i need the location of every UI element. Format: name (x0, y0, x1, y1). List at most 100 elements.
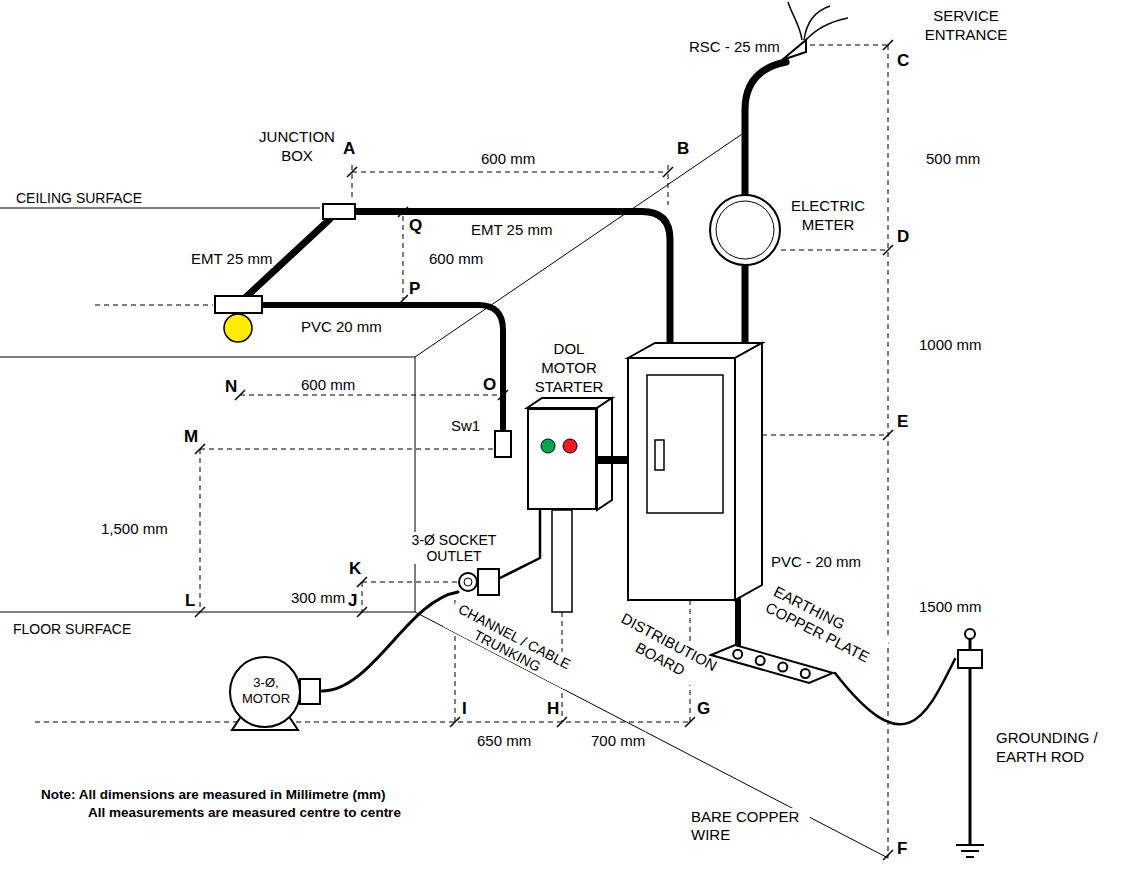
point-letter: A (342, 140, 356, 158)
conduit-run (597, 456, 628, 464)
point-letter: P (408, 280, 421, 298)
starter-side-face (597, 398, 612, 510)
socket-outlet: 3-Ø SOCKET OUTLET (458, 568, 500, 596)
dimension-line (352, 172, 668, 173)
note-text: All measurements are measured centre to … (87, 804, 402, 822)
note-text: Note: All dimensions are measured in Mil… (40, 786, 387, 804)
junction-box: JUNCTION BOX (322, 203, 356, 220)
component-label: 3-Ø SOCKET OUTLET (403, 532, 505, 564)
earthing-plate: EARTHING COPPER PLATE (705, 645, 835, 685)
plate-hole (733, 650, 742, 659)
motor-body (230, 657, 300, 727)
point-letter: E (896, 413, 909, 431)
component-label: DISTRIBUTION BOARD (604, 606, 725, 694)
surface-label: CEILING SURFACE (15, 189, 143, 207)
dimension-line (200, 449, 201, 612)
conduit-run (500, 510, 540, 578)
dimension-ticks (195, 40, 893, 860)
dimension-label: 600 mm (480, 150, 536, 168)
point-letter: N (224, 378, 238, 396)
distribution-board: DISTRIBUTION BOARD (628, 343, 762, 600)
dimension-line (888, 45, 889, 858)
point-letter: F (896, 840, 908, 858)
plate-hole (778, 663, 787, 672)
component-label: 3-Ø, MOTOR (232, 675, 300, 707)
point-letter: O (482, 376, 497, 394)
earthing-plate-shape (705, 645, 835, 685)
component-label: GROUNDING / EARTH ROD (995, 728, 1112, 766)
floor-line (0, 612, 415, 613)
point-letter: B (676, 140, 690, 158)
socket-outlet-shape (458, 568, 500, 596)
conduit-label: EMT 25 mm (470, 221, 553, 239)
dimension-line (362, 582, 458, 583)
conduit-run (745, 62, 786, 194)
electric-meter-shape (709, 194, 781, 266)
terminal-box (300, 679, 320, 704)
point-letter: J (347, 592, 358, 610)
distribution-board-shape (628, 343, 762, 600)
dimension-line (240, 395, 503, 396)
copper-plate (711, 645, 833, 683)
conduit-run (742, 266, 749, 343)
pvc-conduit (262, 305, 503, 430)
meter-body (710, 195, 780, 265)
conduit-run (735, 600, 741, 645)
dimension-label: 1,500 mm (100, 520, 169, 538)
lamp-bulb (224, 314, 252, 342)
socket-box (478, 569, 499, 595)
board-handle (655, 440, 664, 470)
dimension-line (352, 165, 353, 201)
start-lamp (541, 439, 555, 453)
service-entrance: SERVICE ENTRANCE (780, 38, 808, 62)
dimension-label: 300 mm (290, 589, 346, 607)
stop-lamp (563, 439, 577, 453)
conduit-run (356, 212, 670, 344)
plate-hole (756, 656, 765, 665)
switch-box: Sw1 (494, 430, 512, 458)
board-door (647, 375, 723, 513)
component-label: Sw1 (450, 416, 481, 435)
component-label: JUNCTION BOX (254, 127, 340, 165)
service-wires (788, 2, 848, 40)
dimension-line (200, 449, 494, 450)
electric-meter: ELECTRIC METER (709, 194, 781, 266)
point-letter: L (184, 592, 196, 610)
ground-symbol (956, 845, 984, 857)
rod (969, 639, 972, 845)
three-phase-motor: 3-Ø, MOTOR (228, 655, 322, 731)
meter-ring (716, 201, 774, 259)
component-label: DOL MOTOR STARTER (529, 339, 609, 396)
point-letter: H (546, 700, 560, 718)
point-letter: D (896, 228, 910, 246)
wall-top-line (0, 357, 415, 358)
component-label: ELECTRIC METER (787, 196, 869, 234)
conduit-label: CHANNEL / CABLE TRUNKING (443, 598, 578, 689)
dimension-line (810, 45, 888, 46)
cable-trunking (552, 510, 572, 612)
dimension-label: 500 mm (925, 150, 981, 168)
dimension-line (762, 435, 888, 436)
earth-rod: GROUNDING / EARTH ROD (955, 628, 985, 860)
point-letter: K (348, 560, 362, 578)
ceiling-line (0, 208, 320, 209)
component-label: SERVICE ENTRANCE (910, 6, 1022, 44)
motor-starter-shape (529, 410, 599, 512)
dimension-label: 700 mm (590, 732, 646, 750)
dimension-line (362, 582, 363, 612)
weatherhead (782, 40, 806, 60)
board-side (735, 343, 762, 600)
surface-label: FLOOR SURFACE (12, 620, 132, 638)
motor-starter: DOL MOTOR STARTER (527, 408, 597, 510)
socket-face (459, 573, 477, 591)
dimension-line (781, 250, 888, 251)
dimension-label: 1000 mm (918, 336, 983, 354)
point-letter: G (696, 700, 711, 718)
dimension-label: 600 mm (428, 250, 484, 268)
dimension-label: 650 mm (476, 732, 532, 750)
board-front (628, 358, 735, 600)
rod-clamp (958, 650, 982, 668)
point-letter: Q (408, 217, 423, 235)
point-letter: I (461, 700, 468, 718)
